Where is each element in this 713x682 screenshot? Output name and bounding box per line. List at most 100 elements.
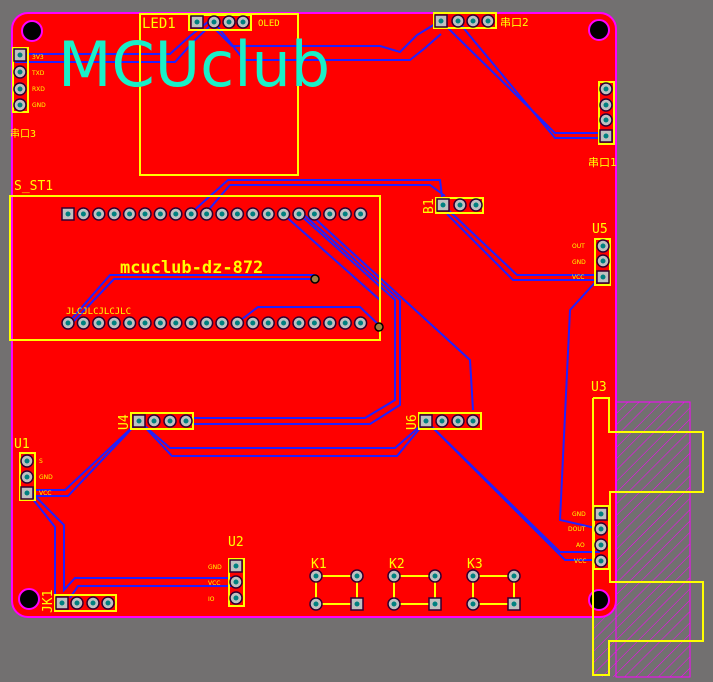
b1-outline bbox=[435, 197, 484, 214]
uart3-outline bbox=[12, 47, 29, 113]
pin-label: VCC bbox=[208, 580, 220, 587]
pad-drill bbox=[342, 320, 348, 326]
pin-label: GND bbox=[32, 102, 46, 109]
pad-drill bbox=[391, 573, 397, 579]
pad-drill bbox=[281, 320, 287, 326]
pad-drill bbox=[511, 601, 517, 607]
pad-drill bbox=[432, 573, 438, 579]
pin-label: VCC bbox=[572, 274, 584, 281]
pad-drill bbox=[313, 601, 319, 607]
u3-ref: U3 bbox=[591, 380, 607, 395]
pad-drill bbox=[74, 600, 80, 606]
pad-drill bbox=[358, 211, 364, 217]
pad-drill bbox=[17, 69, 23, 75]
u1-outline bbox=[19, 452, 36, 501]
pad-drill bbox=[17, 102, 23, 108]
pad-drill bbox=[204, 211, 210, 217]
pad-drill bbox=[354, 601, 360, 607]
pad-drill bbox=[358, 320, 364, 326]
pad-drill bbox=[173, 211, 179, 217]
jlc-text: JLCJLCJLCJLC bbox=[66, 307, 131, 317]
pad-drill bbox=[219, 320, 225, 326]
pad-drill bbox=[211, 19, 217, 25]
pad-drill bbox=[438, 18, 444, 24]
pad-drill bbox=[188, 211, 194, 217]
pad-drill bbox=[342, 211, 348, 217]
k1-ref: K1 bbox=[311, 557, 327, 572]
pad-drill bbox=[600, 258, 606, 264]
uart2-ref: 串口2 bbox=[500, 16, 529, 29]
led1-value: OLED bbox=[258, 19, 280, 29]
pad-drill bbox=[296, 211, 302, 217]
pad-drill bbox=[240, 19, 246, 25]
pad-drill bbox=[157, 320, 163, 326]
pad-drill bbox=[432, 601, 438, 607]
uart3-ref: 串口3 bbox=[10, 128, 36, 140]
uart1-outline bbox=[598, 81, 615, 145]
u3-keepout-area-lower bbox=[593, 617, 616, 677]
pad-drill bbox=[598, 511, 604, 517]
via bbox=[310, 274, 320, 284]
u6-outline bbox=[418, 412, 482, 430]
u6-ref: U6 bbox=[405, 414, 420, 430]
pad-drill bbox=[96, 320, 102, 326]
pin-label: RXD bbox=[32, 86, 45, 93]
pad-drill bbox=[603, 86, 609, 92]
pad-drill bbox=[234, 320, 240, 326]
via bbox=[374, 322, 384, 332]
pad-drill bbox=[24, 490, 30, 496]
pad-drill bbox=[167, 418, 173, 424]
pad-drill bbox=[136, 418, 142, 424]
pad-drill bbox=[194, 19, 200, 25]
u5-outline bbox=[594, 238, 611, 286]
led1-header-outline bbox=[188, 14, 252, 31]
pad-drill bbox=[111, 320, 117, 326]
board-id-text: mcuclub-dz-872 bbox=[120, 258, 263, 278]
pad-drill bbox=[80, 211, 86, 217]
pin-label: IO bbox=[208, 596, 215, 603]
pad-drill bbox=[24, 474, 30, 480]
pad-drill bbox=[24, 458, 30, 464]
s-st1-outline bbox=[9, 195, 381, 341]
pad-drill bbox=[511, 573, 517, 579]
pad-drill bbox=[183, 418, 189, 424]
pin-label: OUT bbox=[572, 243, 585, 250]
silkscreen bbox=[9, 12, 704, 676]
pad-drill bbox=[600, 243, 606, 249]
pad-drill bbox=[440, 202, 446, 208]
u3-keepout-area bbox=[615, 401, 691, 678]
pad-drill bbox=[598, 526, 604, 532]
u5-ref: U5 bbox=[592, 222, 608, 237]
pad-drill bbox=[470, 418, 476, 424]
pin-label: TXD bbox=[31, 70, 45, 77]
mcuclub-logo: MCUclub bbox=[58, 28, 330, 101]
jk1-ref: JK1 bbox=[41, 590, 56, 613]
pin-label: AO bbox=[576, 542, 585, 549]
u4-ref: U4 bbox=[117, 414, 132, 430]
pad-drill bbox=[142, 211, 148, 217]
u1-ref: U1 bbox=[14, 437, 30, 452]
pad-drill bbox=[250, 320, 256, 326]
pin-label: GND bbox=[39, 474, 53, 481]
pad-drill bbox=[17, 86, 23, 92]
pad-drill bbox=[423, 418, 429, 424]
pad-drill bbox=[327, 211, 333, 217]
u2-ref: U2 bbox=[228, 535, 244, 550]
k2-ref: K2 bbox=[389, 557, 405, 572]
pad-drill bbox=[470, 601, 476, 607]
pad-drill bbox=[90, 600, 96, 606]
pad-drill bbox=[233, 579, 239, 585]
mounting-hole-icon bbox=[18, 588, 40, 610]
k2-outline bbox=[393, 575, 436, 605]
pad-drill bbox=[233, 563, 239, 569]
u2-outline bbox=[228, 558, 245, 607]
pad-drill bbox=[219, 211, 225, 217]
pad-drill bbox=[173, 320, 179, 326]
pad-drill bbox=[354, 573, 360, 579]
mounting-hole-icon bbox=[21, 20, 43, 42]
pad-drill bbox=[598, 558, 604, 564]
pad-drill bbox=[234, 211, 240, 217]
pin-label: GND bbox=[572, 259, 586, 266]
